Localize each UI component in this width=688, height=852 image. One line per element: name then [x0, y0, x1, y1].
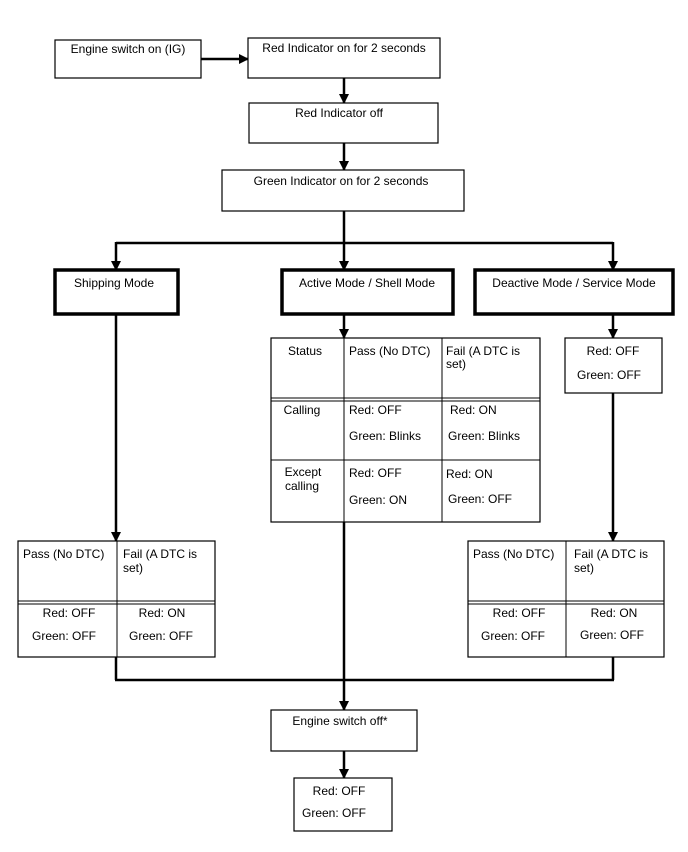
- deactive-state-red: Red: OFF: [587, 344, 640, 358]
- connector-merge: [114, 522, 615, 711]
- deactive-result-table: Pass (No DTC) Fail (A DTC is set) Red: O…: [467, 540, 665, 658]
- active-calling-pass-red: Red: OFF: [349, 403, 402, 417]
- node-red-off-label: Red Indicator off: [295, 106, 383, 120]
- connector-split: [111, 211, 618, 271]
- active-header-fail-line1: Fail (A DTC is: [446, 344, 520, 358]
- active-except-pass-red: Red: OFF: [349, 466, 402, 480]
- node-engine-off-label: Engine switch off*: [292, 714, 387, 728]
- shipping-fail-green: Green: OFF: [129, 629, 193, 643]
- active-except-fail-green: Green: OFF: [448, 492, 512, 506]
- deactive-state-green: Green: OFF: [577, 368, 641, 382]
- node-active-mode: Active Mode / Shell Mode: [280, 268, 455, 316]
- node-engine-on: Engine switch on (IG): [54, 39, 202, 79]
- active-row-except-line1: Except: [285, 465, 322, 479]
- deactive-header-fail-line2: set): [574, 561, 594, 575]
- shipping-pass-green: Green: OFF: [32, 629, 96, 643]
- active-calling-pass-green: Green: Blinks: [349, 429, 421, 443]
- node-engine-on-label: Engine switch on (IG): [71, 42, 186, 56]
- node-engine-off: Engine switch off*: [270, 709, 418, 752]
- deactive-pass-red: Red: OFF: [493, 606, 546, 620]
- active-except-pass-green: Green: ON: [349, 493, 407, 507]
- active-header-status: Status: [288, 344, 322, 358]
- deactive-pass-green: Green: OFF: [481, 629, 545, 643]
- active-except-fail-red: Red: ON: [446, 467, 493, 481]
- node-green-on: Green Indicator on for 2 seconds: [221, 169, 465, 212]
- node-active-mode-label: Active Mode / Shell Mode: [299, 276, 435, 290]
- active-calling-fail-green: Green: Blinks: [448, 429, 520, 443]
- deactive-fail-green: Green: OFF: [580, 628, 644, 642]
- active-row-calling: Calling: [284, 403, 321, 417]
- node-shipping-mode-label: Shipping Mode: [74, 276, 154, 290]
- node-deactive-mode-label: Deactive Mode / Service Mode: [492, 276, 656, 290]
- active-header-pass: Pass (No DTC): [349, 344, 430, 358]
- node-green-on-label: Green Indicator on for 2 seconds: [254, 174, 429, 188]
- deactive-state-box: Red: OFF Green: OFF: [564, 337, 663, 394]
- node-deactive-mode: Deactive Mode / Service Mode: [473, 268, 675, 316]
- shipping-header-pass: Pass (No DTC): [23, 547, 104, 561]
- shipping-pass-red: Red: OFF: [43, 606, 96, 620]
- shipping-header-fail-line1: Fail (A DTC is: [123, 547, 197, 561]
- shipping-result-table: Pass (No DTC) Fail (A DTC is set) Red: O…: [17, 540, 216, 658]
- node-red-on: Red Indicator on for 2 seconds: [247, 37, 441, 79]
- shipping-fail-red: Red: ON: [139, 606, 186, 620]
- node-red-off: Red Indicator off: [248, 102, 439, 144]
- deactive-header-pass: Pass (No DTC): [473, 547, 554, 561]
- final-state-red: Red: OFF: [313, 784, 366, 798]
- final-state-box: Red: OFF Green: OFF: [293, 777, 393, 832]
- deactive-fail-red: Red: ON: [591, 606, 638, 620]
- active-header-fail-line2: set): [446, 357, 466, 371]
- shipping-header-fail-line2: set): [123, 561, 143, 575]
- node-red-on-label: Red Indicator on for 2 seconds: [262, 41, 425, 55]
- final-state-green: Green: OFF: [302, 806, 366, 820]
- active-mode-table: Status Pass (No DTC) Fail (A DTC is set)…: [270, 337, 541, 523]
- active-row-except-line2: calling: [285, 479, 319, 493]
- deactive-header-fail-line1: Fail (A DTC is: [574, 547, 648, 561]
- node-shipping-mode: Shipping Mode: [53, 268, 180, 316]
- active-calling-fail-red: Red: ON: [450, 403, 497, 417]
